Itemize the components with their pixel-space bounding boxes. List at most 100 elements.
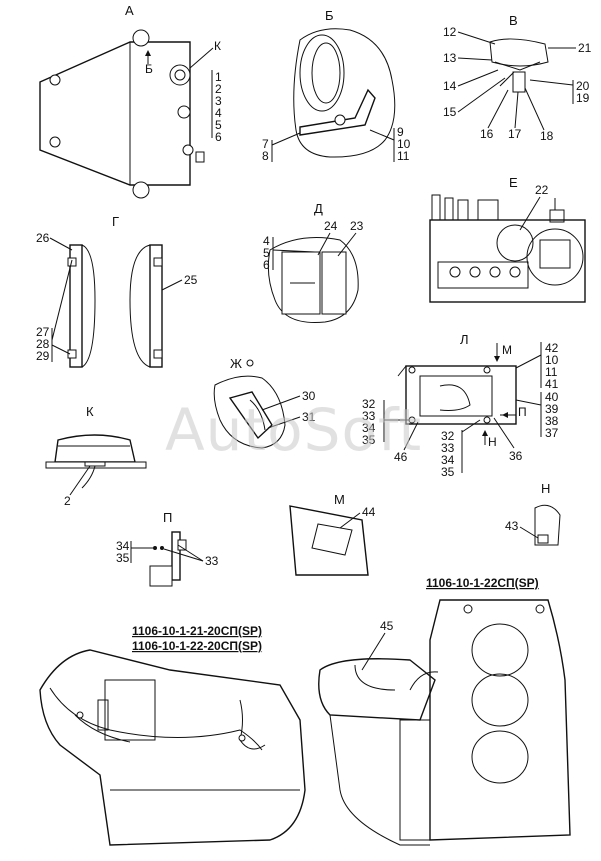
callout-17: 17 bbox=[508, 127, 522, 141]
view-l: Л М Н П 42 10 11 41 40 39 38 37 32 33 34… bbox=[362, 332, 559, 479]
callout-16: 16 bbox=[480, 127, 494, 141]
callout-35p: 35 bbox=[116, 551, 130, 565]
callout-32b: 32 bbox=[441, 429, 455, 443]
callout-42: 42 bbox=[545, 341, 559, 355]
view-v: В 12 13 14 15 16 17 18 20 19 21 bbox=[443, 13, 592, 143]
callout-22: 22 bbox=[535, 183, 549, 197]
callout-11: 11 bbox=[397, 149, 410, 163]
callout-2: 2 bbox=[215, 82, 222, 96]
view-label-g: Г bbox=[112, 214, 119, 229]
view-n: Н 43 bbox=[505, 481, 561, 546]
view-label-l: Л bbox=[460, 332, 469, 347]
callout-35b: 35 bbox=[441, 465, 455, 479]
callout-29: 29 bbox=[36, 349, 50, 363]
callout-45: 45 bbox=[380, 619, 394, 633]
view-zh: Ж 30 31 bbox=[213, 356, 316, 449]
callout-30: 30 bbox=[302, 389, 316, 403]
arrow-b-label: Б bbox=[145, 62, 153, 76]
callout-31: 31 bbox=[302, 410, 316, 424]
view-g: Г 26 27 28 29 25 bbox=[36, 214, 198, 368]
cap-bottom bbox=[132, 181, 150, 199]
view-k: К 2 bbox=[45, 404, 147, 508]
callout-6d: 6 bbox=[263, 258, 270, 272]
callout-18: 18 bbox=[540, 129, 554, 143]
cab-right-panel: 45 bbox=[318, 599, 571, 846]
view-label-k: К bbox=[86, 404, 94, 419]
bracket-left bbox=[69, 244, 83, 368]
callout-38: 38 bbox=[545, 414, 559, 428]
arrow-m-label: М bbox=[502, 343, 512, 357]
view-b: Б 7 8 9 10 11 bbox=[262, 8, 411, 163]
callout-12: 12 bbox=[443, 25, 457, 39]
callout-28: 28 bbox=[36, 337, 50, 351]
callout-7: 7 bbox=[262, 137, 269, 151]
callout-34p: 34 bbox=[116, 539, 130, 553]
callout-33a: 33 bbox=[362, 409, 376, 423]
callout-25: 25 bbox=[184, 273, 198, 287]
callout-24: 24 bbox=[324, 219, 338, 233]
callout-13: 13 bbox=[443, 51, 457, 65]
callout-4: 4 bbox=[215, 106, 222, 120]
callout-10l: 10 bbox=[545, 353, 559, 367]
callout-33p: 33 bbox=[205, 554, 219, 568]
callout-41: 41 bbox=[545, 377, 559, 391]
callout-27: 27 bbox=[36, 325, 50, 339]
callout-37: 37 bbox=[545, 426, 559, 440]
bracket-right bbox=[149, 244, 163, 368]
view-label-p: П bbox=[163, 510, 172, 525]
view-p: П 34 35 33 bbox=[116, 510, 219, 587]
view-label-a: А bbox=[125, 3, 134, 18]
cap-top bbox=[132, 29, 150, 47]
callout-21: 21 bbox=[578, 41, 592, 55]
callout-9: 9 bbox=[397, 125, 404, 139]
view-label-b: Б bbox=[325, 8, 334, 23]
callout-15: 15 bbox=[443, 105, 457, 119]
arrow-n-label: Н bbox=[488, 435, 497, 449]
callout-19: 19 bbox=[576, 91, 590, 105]
view-label-m: М bbox=[334, 492, 345, 507]
caption-left-1: 1106-10-1-21-20СП(SP) bbox=[132, 624, 262, 638]
view-label-e: Е bbox=[509, 175, 518, 190]
arrow-p-label: П bbox=[518, 405, 527, 419]
callout-23: 23 bbox=[350, 219, 364, 233]
view-a: А Б К 1 2 3 4 5 6 bbox=[39, 3, 222, 199]
callout-32a: 32 bbox=[362, 397, 376, 411]
caption-left-2: 1106-10-1-22-20СП(SP) bbox=[132, 639, 262, 653]
view-label-zh: Ж bbox=[230, 356, 242, 371]
callout-34a: 34 bbox=[362, 421, 376, 435]
callout-39: 39 bbox=[545, 402, 559, 416]
callout-46: 46 bbox=[394, 450, 408, 464]
callout-6: 6 bbox=[215, 130, 222, 144]
callout-1: 1 bbox=[215, 70, 222, 84]
caption-right: 1106-10-1-22СП(SP) bbox=[426, 576, 539, 590]
tank-body bbox=[39, 41, 191, 186]
mirror-outline bbox=[293, 28, 396, 158]
callout-35a: 35 bbox=[362, 433, 376, 447]
callout-43: 43 bbox=[505, 519, 519, 533]
callout-26: 26 bbox=[36, 231, 50, 245]
callout-10: 10 bbox=[397, 137, 411, 151]
callout-36: 36 bbox=[509, 449, 523, 463]
view-label-n: Н bbox=[541, 481, 550, 496]
view-label-d: Д bbox=[314, 201, 323, 216]
callout-3: 3 bbox=[215, 94, 222, 108]
callout-8: 8 bbox=[262, 149, 269, 163]
cab-left-wiring bbox=[39, 649, 306, 846]
callout-20: 20 bbox=[576, 79, 590, 93]
view-e: Е 22 bbox=[429, 175, 586, 303]
watermark: AutoSoft bbox=[165, 396, 422, 464]
callout-4d: 4 bbox=[263, 234, 270, 248]
callout-14: 14 bbox=[443, 79, 457, 93]
callout-k: К bbox=[214, 39, 221, 53]
callout-33b: 33 bbox=[441, 441, 455, 455]
callout-5d: 5 bbox=[263, 246, 270, 260]
view-m: М 44 bbox=[289, 492, 376, 576]
callout-11l: 11 bbox=[545, 365, 558, 379]
callout-5: 5 bbox=[215, 118, 222, 132]
view-label-v: В bbox=[509, 13, 518, 28]
filler-neck bbox=[169, 64, 191, 86]
view-d: Д 4 5 6 24 23 bbox=[263, 201, 364, 324]
callout-44: 44 bbox=[362, 505, 376, 519]
callout-2k: 2 bbox=[64, 494, 71, 508]
